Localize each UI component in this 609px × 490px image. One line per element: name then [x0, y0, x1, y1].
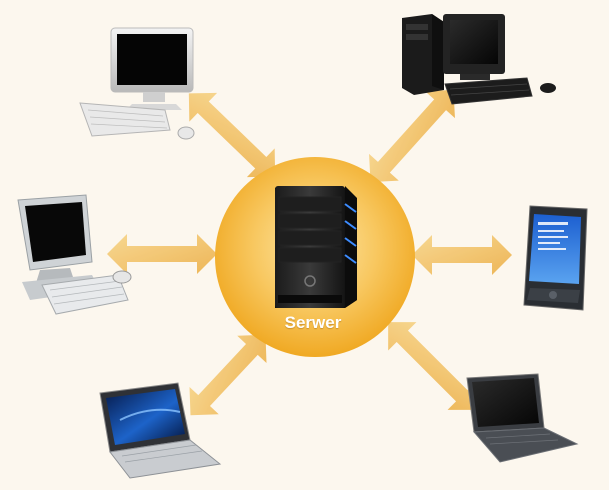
desktop-computer-icon-top-left [79, 27, 195, 140]
arrow-bottom-left [189, 334, 267, 416]
tower-computer-icon-top-right [402, 14, 556, 105]
desktop-computer-icon-left [17, 194, 132, 315]
arrow-bottom-right [388, 322, 476, 410]
server-icon [275, 186, 357, 308]
pda-device-icon-right [523, 205, 588, 311]
arrow-top-left [188, 92, 276, 178]
arrow-top-right [369, 89, 455, 183]
connection-arrows [107, 89, 512, 416]
laptop-icon-bottom-right [466, 373, 579, 463]
arrow-right [412, 235, 512, 275]
laptop-icon-bottom-left [99, 382, 222, 479]
server-label: Serwer [284, 313, 342, 332]
arrow-left [107, 234, 217, 274]
